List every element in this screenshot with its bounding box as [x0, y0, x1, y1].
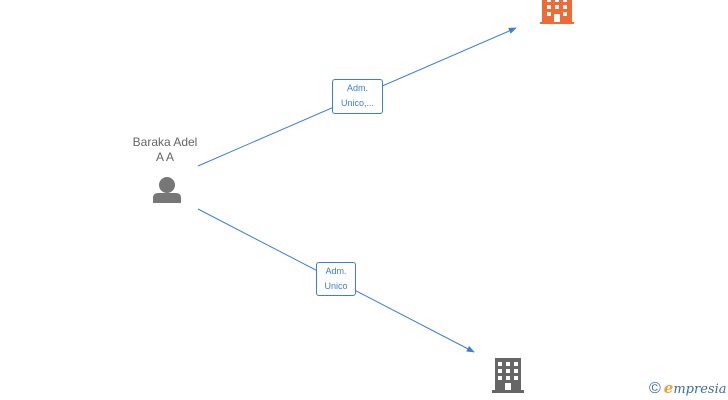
edge-label-line2: Unico,... — [340, 98, 374, 108]
edge-label: Adm. Unico — [316, 262, 356, 296]
brand-logo-initial: e — [663, 379, 674, 397]
watermark: ©empresia — [649, 378, 726, 400]
copyright-symbol: © — [649, 380, 661, 397]
edge-label-line1: Adm. — [325, 266, 347, 276]
person-name-line2: A A — [155, 150, 175, 164]
building-icon[interactable] — [540, 0, 574, 24]
person-name-line1: Baraka Adel — [132, 135, 198, 149]
person-icon[interactable] — [153, 177, 181, 203]
person-name[interactable]: Baraka Adel A A — [119, 135, 211, 165]
edge-label: Adm. Unico,... — [332, 79, 383, 114]
brand-logo-text: mpresia — [673, 382, 727, 397]
building-icon[interactable] — [492, 358, 524, 393]
edge-label-line2: Unico — [324, 281, 348, 291]
edge-label-line1: Adm. — [346, 83, 368, 93]
